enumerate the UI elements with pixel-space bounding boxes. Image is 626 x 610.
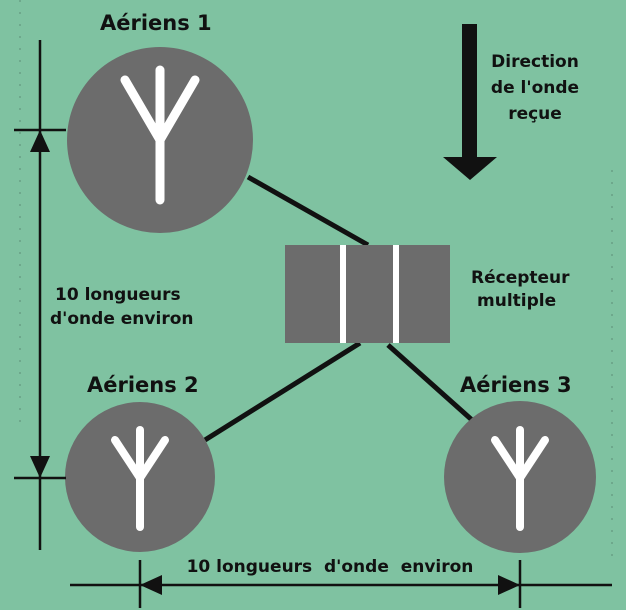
antenna-2 xyxy=(65,402,215,552)
vertical-dimension-label-line2: d'onde environ xyxy=(50,309,193,329)
connection-line-2 xyxy=(203,340,362,443)
connection-line-1 xyxy=(246,174,370,248)
receiver-label-line1: Récepteur xyxy=(471,268,570,288)
vertical-dimension xyxy=(14,40,66,550)
antenna-3 xyxy=(444,401,596,553)
antenna-1 xyxy=(67,47,253,233)
receiver-stripe xyxy=(393,245,399,343)
antenna-3-label: Aériens 3 xyxy=(460,373,572,397)
direction-label-line2: de l'onde xyxy=(491,78,579,98)
antenna-1-label: Aériens 1 xyxy=(100,11,212,35)
connection-line-3 xyxy=(386,343,474,422)
antenna-2-label: Aériens 2 xyxy=(87,373,199,397)
arrow-down-icon xyxy=(443,24,497,180)
vertical-dimension-label-line1: 10 longueurs xyxy=(55,285,181,305)
antenna-icon xyxy=(120,65,200,205)
receiver-block xyxy=(285,245,450,343)
horizontal-dimension-label: 10 longueurs d'onde environ xyxy=(187,557,474,577)
horizontal-dimension xyxy=(70,560,612,608)
direction-label-line1: Direction xyxy=(491,52,579,72)
receiver-stripe xyxy=(340,245,346,343)
antenna-icon xyxy=(111,426,169,531)
receiver-rect xyxy=(285,245,450,343)
direction-label-line3: reçue xyxy=(508,104,562,124)
receiver-label-line2: multiple xyxy=(477,291,556,311)
antenna-icon xyxy=(491,426,549,531)
